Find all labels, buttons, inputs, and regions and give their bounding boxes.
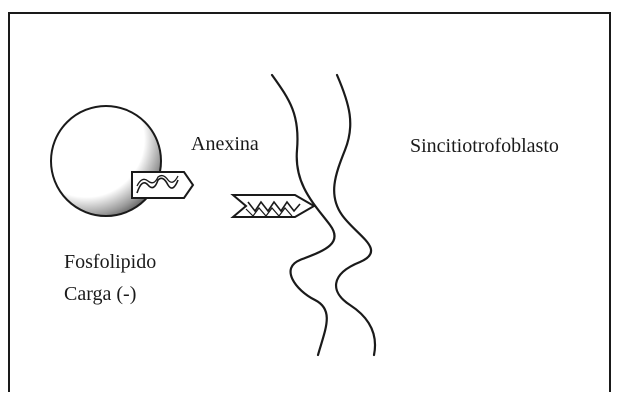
annexin-arrow-free — [233, 195, 314, 217]
label-sincitiotrofoblasto: Sincitiotrofoblasto — [410, 135, 559, 157]
membrane-line-right — [334, 75, 375, 355]
annexin-arrow-bound — [132, 172, 193, 198]
label-fosfolipido: Fosfolipido — [64, 251, 156, 273]
phospholipid-sphere — [51, 106, 161, 216]
label-anexina: Anexina — [191, 133, 259, 155]
label-carga: Carga (-) — [64, 283, 136, 305]
